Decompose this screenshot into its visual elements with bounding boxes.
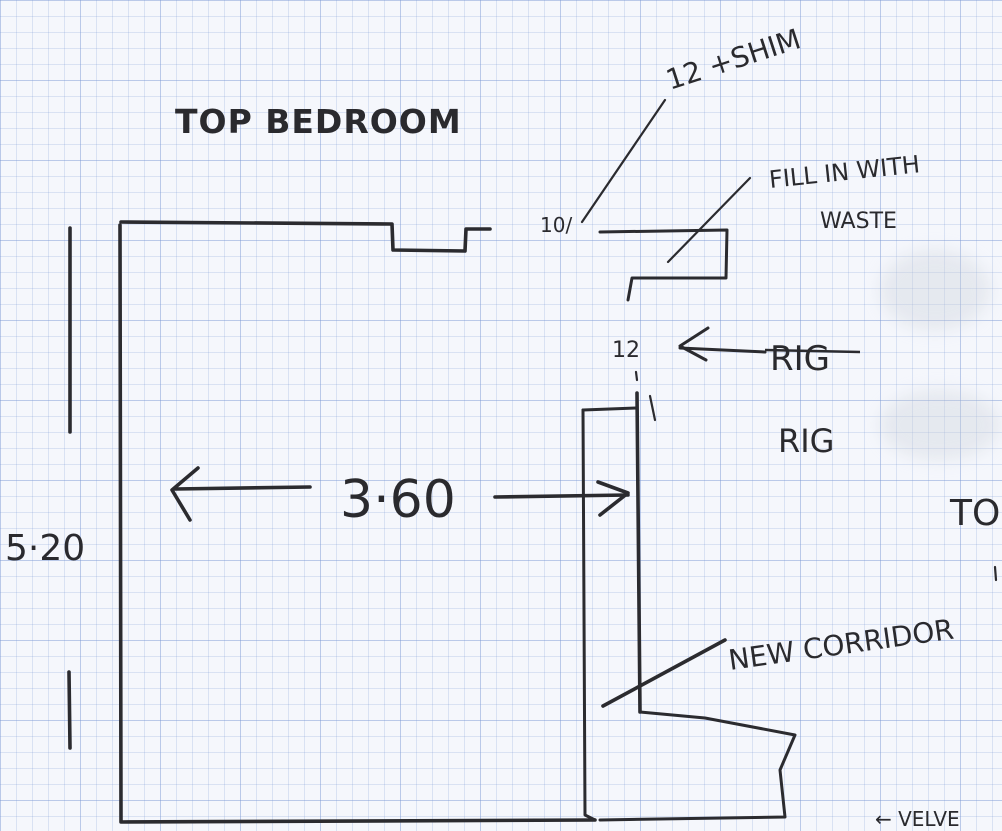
small-label-mid: 12 [612, 338, 640, 363]
room-outline-left-bottom [118, 223, 597, 824]
corridor-left-wall [581, 408, 597, 822]
fill-waste-leader-line [666, 176, 752, 264]
width-arrow-right-line [493, 493, 630, 499]
sketch-title: TOP BEDROOM [175, 102, 462, 141]
shim-label: 12 +SHIM [662, 22, 805, 96]
rig-label: RIG [778, 422, 834, 460]
bottom-note-label: ← VELVE [875, 807, 960, 831]
mid-arrow-line [678, 346, 767, 354]
tick-mark [648, 394, 657, 422]
height-dimension-label: 5·20 [5, 528, 85, 569]
tick-mark [634, 370, 639, 382]
corridor-leader-line [601, 638, 727, 708]
right-edge-mark [993, 565, 998, 582]
small-label-top: 10/ [540, 213, 572, 237]
right-edge-label: TO [949, 493, 1000, 534]
width-arrowhead-left [170, 466, 200, 522]
room-outline-top-wall [119, 220, 492, 253]
height-dimension-bar-bottom [67, 670, 72, 750]
width-arrow-left-line [173, 485, 312, 491]
pencil-smudge [880, 250, 990, 330]
corridor-bottom-bump [598, 710, 797, 822]
shim-leader-line [580, 98, 667, 224]
corridor-top [581, 406, 638, 412]
width-arrowhead-right [596, 480, 630, 517]
pencil-smudge [880, 390, 1000, 460]
fill-waste-label-line1: FILL IN WITH [768, 150, 922, 194]
struck-label: RIG [770, 339, 830, 379]
width-dimension-label: 3·60 [340, 470, 456, 530]
fill-waste-label-line2: WASTE [820, 209, 897, 234]
corridor-right-wall [635, 391, 642, 714]
mid-arrowhead [678, 326, 710, 362]
wall-notch [598, 228, 729, 302]
new-corridor-label: NEW CORRIDOR [726, 613, 955, 677]
strike-through-line [764, 348, 861, 354]
